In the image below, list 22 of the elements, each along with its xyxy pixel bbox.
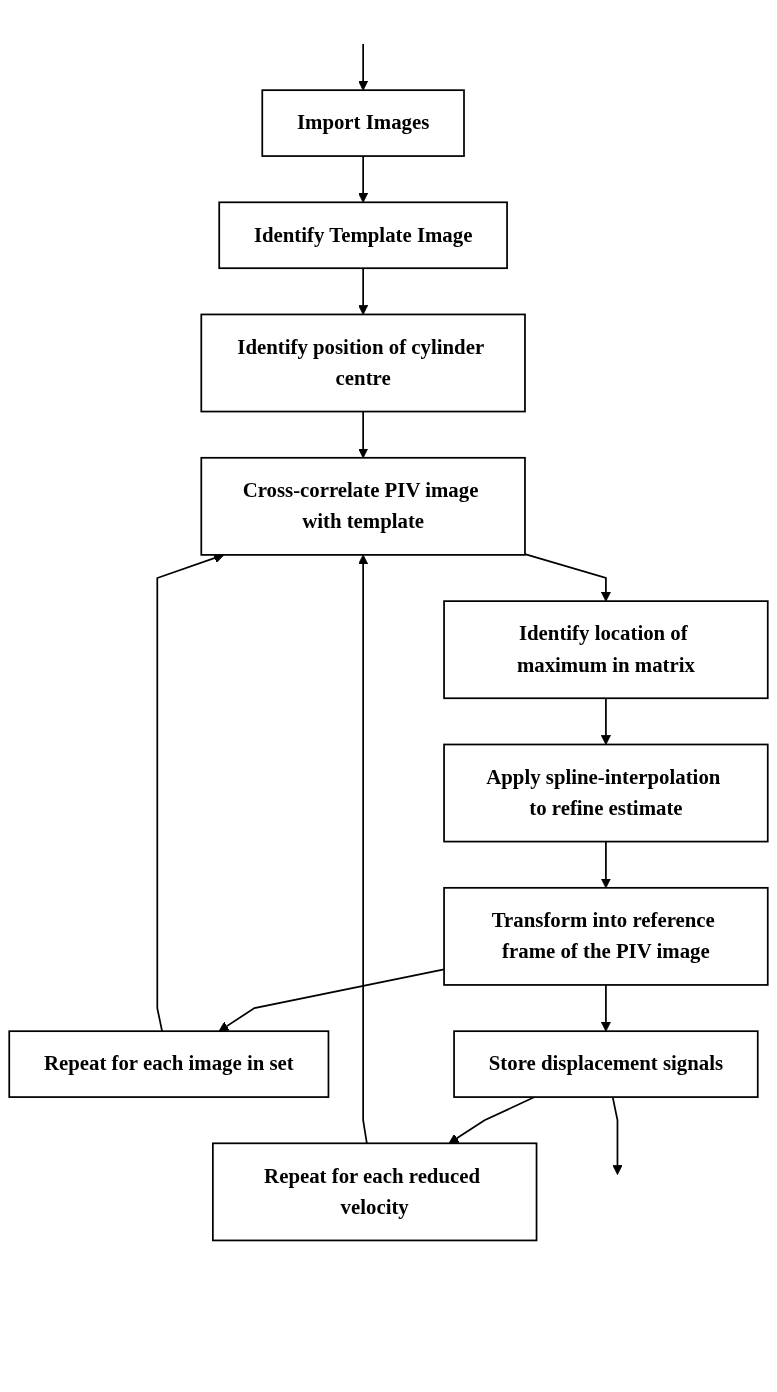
node-box: Identify position of cylinder centre: [200, 313, 526, 413]
node-box: Apply spline-interpolation to refine estimate: [443, 743, 769, 843]
arrow: [600, 697, 611, 745]
node-box: Store displacement signals: [453, 1030, 759, 1098]
arrow: [611, 1096, 623, 1175]
node-box: Repeat for each image in set: [8, 1030, 330, 1098]
arrow: [600, 840, 611, 889]
arrow: [358, 554, 369, 1145]
node-box: Repeat for each reduced velocity: [212, 1142, 538, 1242]
arrow: [358, 43, 369, 91]
node-box: Cross-correlate PIV image with template: [200, 456, 526, 556]
arrow: [600, 984, 611, 1032]
node-box: Identify Template Image: [218, 201, 508, 270]
arrow: [358, 155, 369, 203]
arrow: [218, 968, 445, 1032]
arrow: [156, 553, 225, 1033]
arrow: [358, 267, 369, 315]
node-box: Identify location of maximum in matrix: [443, 600, 769, 700]
node-box: Import Images: [261, 89, 465, 157]
arrow: [358, 410, 369, 459]
arrow: [524, 553, 611, 602]
node-box: Transform into reference frame of the PIV image: [443, 886, 769, 986]
